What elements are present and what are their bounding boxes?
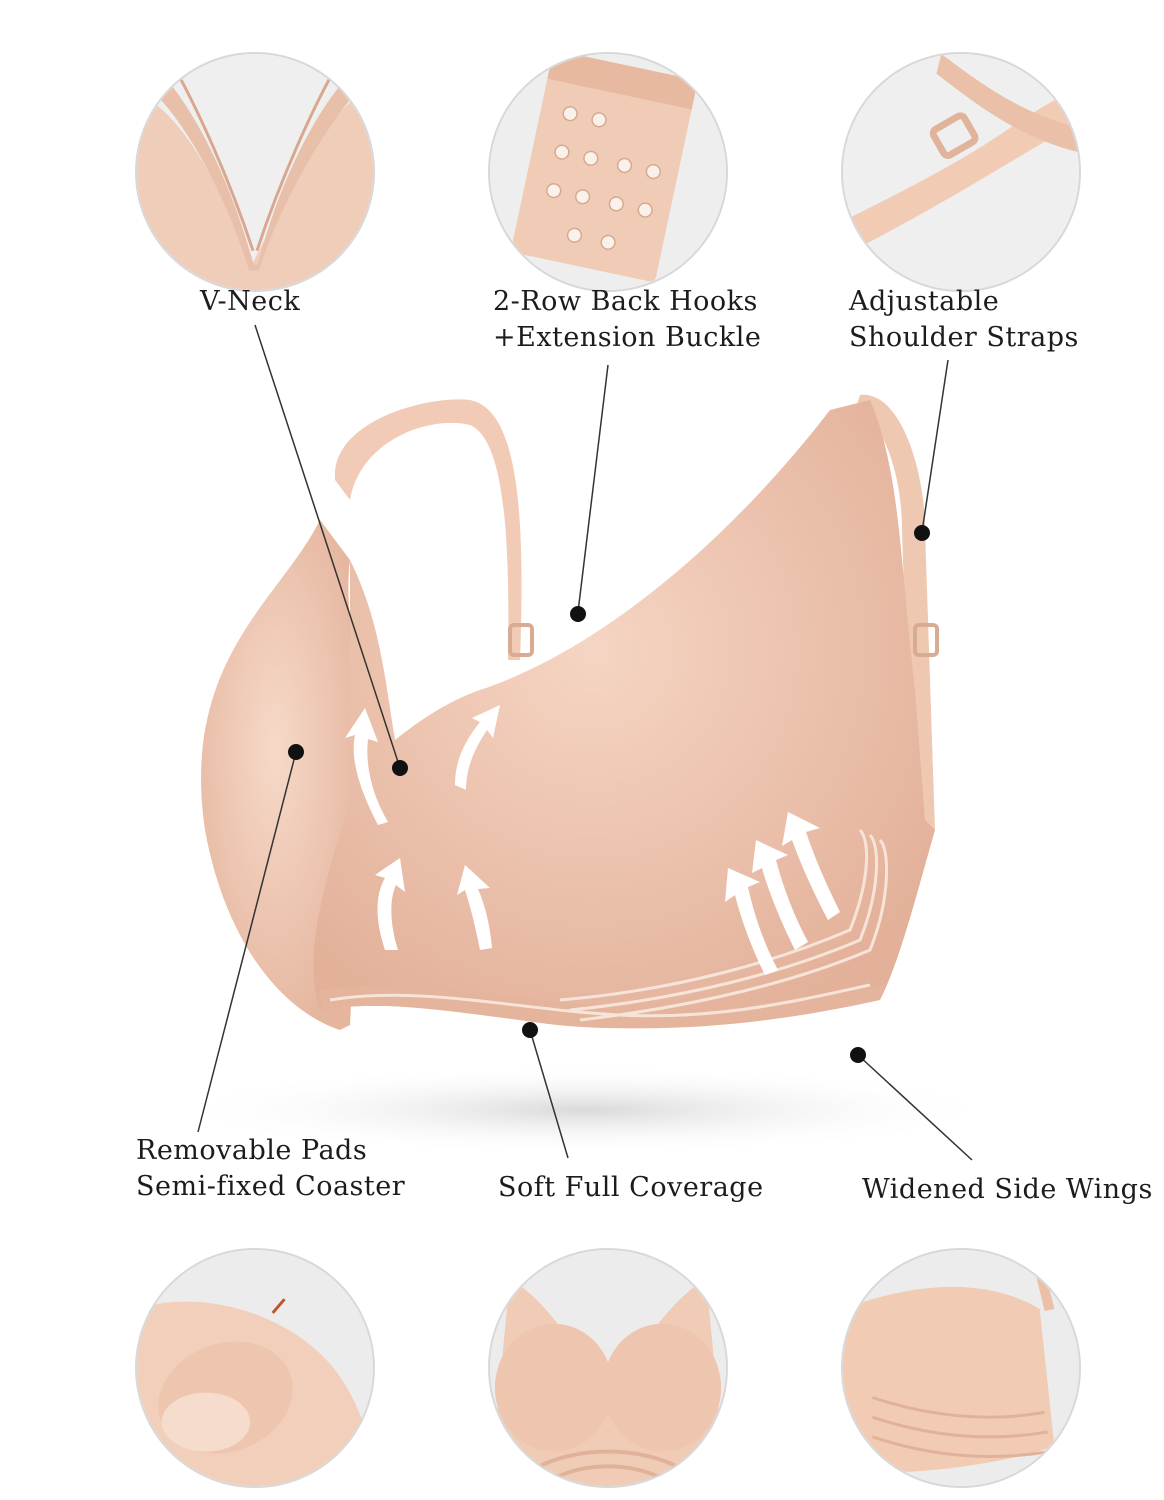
label-pads-line1: Removable Pads: [136, 1135, 368, 1166]
label-back-hooks-line2: +Extension Buckle: [493, 322, 762, 353]
full-coverage-detail-circle: [488, 1248, 728, 1488]
strap-adjuster-detail-circle: [841, 52, 1081, 292]
label-widened-side-wings: Widened Side Wings: [862, 1172, 1153, 1208]
floor-shadow: [165, 1065, 1005, 1155]
label-v-neck: V-Neck: [200, 284, 300, 320]
label-v-neck-text: V-Neck: [200, 286, 301, 317]
label-back-hooks: 2-Row Back Hooks +Extension Buckle: [493, 284, 761, 356]
dot-marker-icon: [288, 525, 930, 1063]
label-pads-line2: Semi-fixed Coaster: [136, 1171, 406, 1202]
back-hooks-detail-circle: [488, 52, 728, 292]
left-strap-adjuster: [508, 623, 534, 657]
removable-pad-detail-image: [137, 1250, 373, 1486]
side-wings-detail-image: [843, 1250, 1079, 1486]
removable-pad-detail-circle: [135, 1248, 375, 1488]
curved-up-arrow-icon: [345, 705, 840, 975]
right-strap-adjuster: [913, 623, 939, 657]
label-removable-pads: Removable Pads Semi-fixed Coaster: [136, 1133, 405, 1205]
label-side-wings-text: Widened Side Wings: [862, 1174, 1153, 1205]
callout-lines: [197, 324, 973, 1161]
strap-adjuster-detail-image: [843, 54, 1079, 290]
label-coverage-text: Soft Full Coverage: [498, 1172, 764, 1203]
label-shoulder-straps: Adjustable Shoulder Straps: [849, 284, 1079, 356]
label-straps-line1: Adjustable: [849, 286, 1000, 317]
full-coverage-detail-image: [490, 1250, 726, 1486]
label-straps-line2: Shoulder Straps: [849, 322, 1079, 353]
back-hooks-detail-image: [490, 54, 726, 290]
label-back-hooks-line1: 2-Row Back Hooks: [493, 286, 758, 317]
side-wings-detail-circle: [841, 1248, 1081, 1488]
contour-lines: [329, 828, 888, 1022]
label-soft-full-coverage: Soft Full Coverage: [498, 1170, 764, 1206]
